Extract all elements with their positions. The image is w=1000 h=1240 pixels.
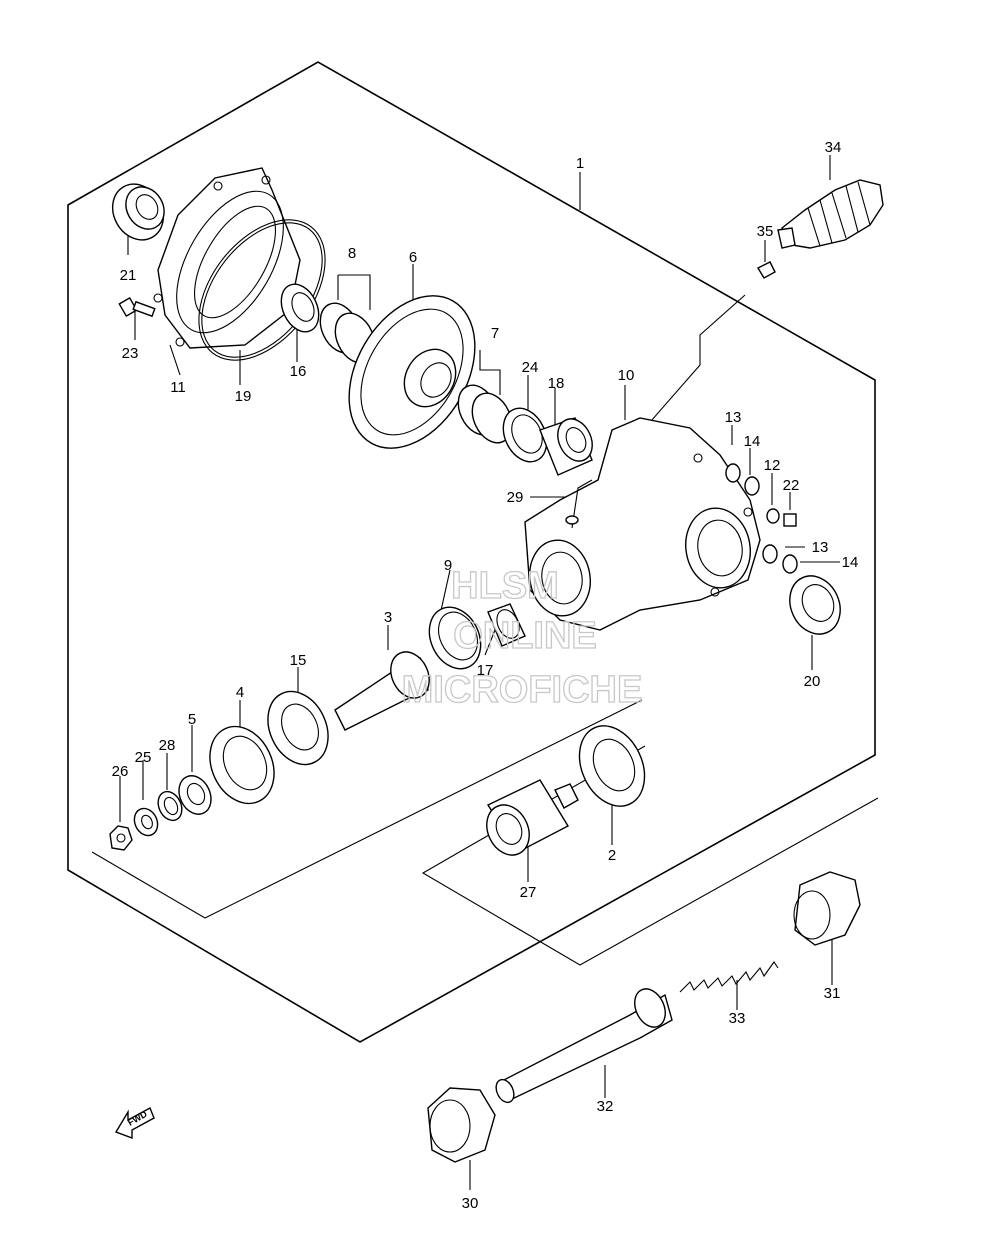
label-14a: 14 <box>744 433 761 450</box>
label-24: 24 <box>522 359 539 376</box>
label-27: 27 <box>520 884 537 901</box>
label-18: 18 <box>548 375 565 392</box>
label-32: 32 <box>597 1098 614 1115</box>
label-22: 22 <box>783 477 800 494</box>
oil-seal-2 <box>578 725 646 807</box>
gasket-13b <box>762 544 778 564</box>
label-12: 12 <box>764 457 781 474</box>
label-2: 2 <box>608 847 616 864</box>
gasket-13a <box>725 463 741 483</box>
needle-bearing-17 <box>487 603 526 647</box>
label-21: 21 <box>120 267 137 284</box>
label-1: 1 <box>576 155 584 172</box>
label-35: 35 <box>757 223 774 240</box>
label-9: 9 <box>444 557 452 574</box>
needle-bearing-18 <box>539 417 593 476</box>
small-parts-right <box>725 463 798 574</box>
washer-24 <box>502 407 548 463</box>
label-20: 20 <box>804 673 821 690</box>
differential-case-10 <box>524 417 761 631</box>
label-25: 25 <box>135 749 152 766</box>
watermark-line2: ONLINE <box>453 615 597 657</box>
label-34: 34 <box>825 139 842 156</box>
label-19: 19 <box>235 388 252 405</box>
label-33: 33 <box>729 1010 746 1027</box>
boot-30 <box>427 1087 496 1163</box>
housing-cover-11 <box>153 167 301 349</box>
label-5: 5 <box>188 711 196 728</box>
label-23: 23 <box>122 345 139 362</box>
bearing-16 <box>280 283 320 333</box>
shims-7 <box>457 384 513 444</box>
label-17: 17 <box>477 662 494 679</box>
label-15: 15 <box>290 652 307 669</box>
label-30: 30 <box>462 1195 479 1212</box>
plug-14b <box>782 554 798 574</box>
label-29: 29 <box>507 489 524 506</box>
label-31: 31 <box>824 985 841 1002</box>
watermark-line1: HLSM <box>451 565 559 607</box>
bearing-15 <box>267 690 329 766</box>
clamp-35 <box>757 261 776 279</box>
washer-25 <box>133 807 159 837</box>
label-26: 26 <box>112 763 129 780</box>
spacer-5 <box>178 775 212 815</box>
spring-33 <box>679 961 779 993</box>
oil-seal-20 <box>789 575 841 635</box>
callout-labels: 1 34 35 21 23 11 19 16 8 6 7 24 18 10 13… <box>112 139 859 1212</box>
label-28: 28 <box>159 737 176 754</box>
label-16: 16 <box>290 363 307 380</box>
assembly-outline <box>67 61 876 1043</box>
breather-29 <box>565 479 593 529</box>
watermark: HLSM ONLINE MICROFICHE <box>401 564 643 711</box>
label-3: 3 <box>384 609 392 626</box>
drive-pinion-3 <box>334 651 430 731</box>
watermark-line3: MICROFICHE <box>402 669 643 711</box>
label-13b: 13 <box>812 539 829 556</box>
oil-seal-21 <box>111 183 165 241</box>
shim-9 <box>428 606 482 670</box>
fwd-arrow-icon: FWD <box>114 1107 155 1140</box>
bolt-22 <box>783 513 797 527</box>
bearing-race-4 <box>209 725 275 805</box>
coupling-27 <box>486 779 579 856</box>
washer-12 <box>766 508 780 524</box>
label-11: 11 <box>170 379 186 396</box>
label-4: 4 <box>236 684 244 701</box>
label-13a: 13 <box>725 409 742 426</box>
label-6: 6 <box>409 249 417 266</box>
subgroup-bracket-lower <box>91 699 643 919</box>
boot-31 <box>793 871 861 946</box>
nut-26 <box>109 825 133 851</box>
plug-14a <box>744 476 760 496</box>
bolt-23 <box>118 296 156 318</box>
label-14b: 14 <box>842 554 859 571</box>
washer-28 <box>157 790 183 822</box>
ring-gear-6 <box>348 295 476 449</box>
boot-34 <box>777 179 884 249</box>
propeller-shaft-32 <box>495 988 673 1104</box>
label-8: 8 <box>348 245 356 262</box>
label-10: 10 <box>618 367 635 384</box>
label-7: 7 <box>491 325 499 342</box>
